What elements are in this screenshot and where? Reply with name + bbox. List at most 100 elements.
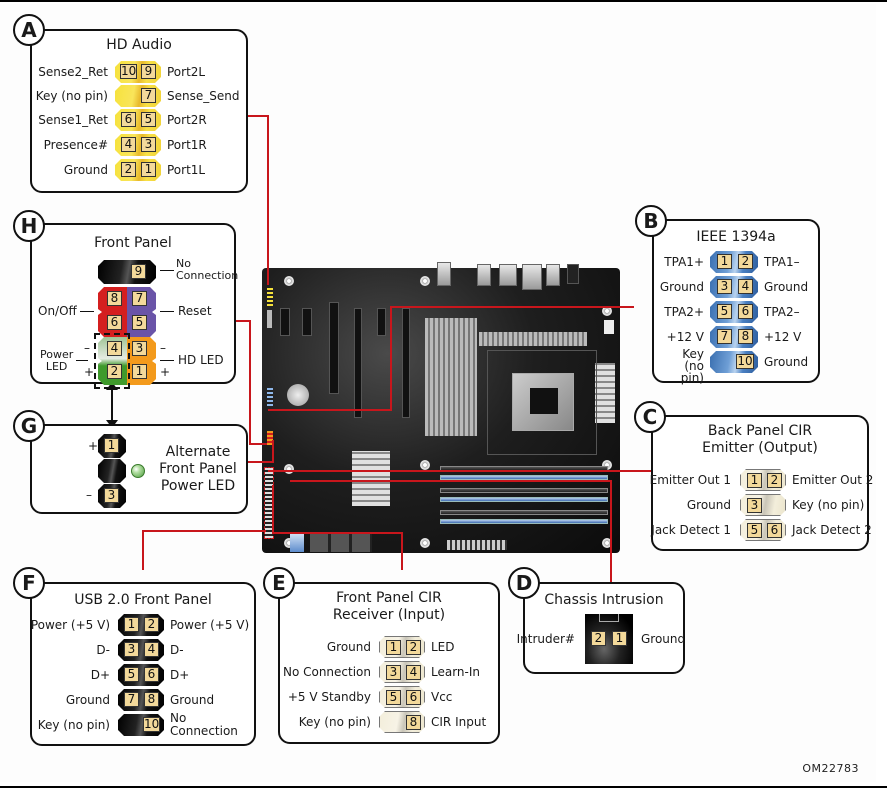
vrm-heatsink	[479, 332, 587, 346]
atx-power-connector	[447, 540, 507, 550]
header-row: 1 2	[379, 636, 425, 658]
chassis-intrusion-connector: 2 1	[585, 614, 633, 664]
usb-headers-on-board	[264, 467, 274, 539]
header-row: 6 5	[115, 109, 161, 131]
pin-label: Sense1_Ret	[38, 113, 108, 127]
header-row: 1 2	[710, 251, 758, 273]
header-row: 3 4	[379, 661, 425, 683]
header-row: 3 4	[710, 276, 758, 298]
pin-label: Power (+5 V)	[170, 618, 250, 632]
pin: 6	[767, 523, 782, 538]
callout-line-h	[236, 320, 250, 322]
pin: 2	[738, 254, 753, 269]
callout-badge-b: B	[635, 205, 667, 237]
pin: 2	[767, 473, 782, 488]
header-row: 5 6	[740, 519, 786, 541]
pin-label: Key (no pin)	[680, 347, 704, 385]
pin-label: Ground	[63, 163, 108, 177]
h-g-link-arrow	[111, 384, 113, 424]
pin-label: +12 V	[764, 330, 802, 344]
callout-line-b	[390, 306, 392, 410]
minus-sign: –	[160, 341, 166, 355]
pin-label: TPA1–	[764, 255, 800, 269]
pin-label: Ground	[686, 498, 731, 512]
minus-sign: –	[84, 341, 90, 355]
pin: 7	[717, 329, 732, 344]
pin-label: Port2L	[167, 65, 206, 79]
header-row: 7 8	[118, 689, 164, 711]
pin: 4	[107, 341, 122, 356]
pin: 1	[386, 640, 401, 655]
header-row: 8	[379, 711, 425, 733]
pin: 8	[144, 692, 159, 707]
connector-key	[599, 614, 619, 622]
title-line: Emitter (Output)	[702, 440, 818, 456]
label-line: Power	[40, 348, 74, 361]
cmos-battery	[287, 384, 309, 406]
figure-id: OM22783	[802, 762, 859, 775]
header-row: 5 6	[379, 686, 425, 708]
leader-line	[76, 360, 88, 361]
label-line: Connection	[170, 724, 238, 738]
dimm-slot	[440, 510, 608, 515]
pin: 1	[124, 617, 139, 632]
panel-title: IEEE 1394a	[696, 229, 776, 245]
header-row: 5 6	[710, 301, 758, 323]
pin: 2	[107, 364, 122, 379]
pin-label: Intruder#	[516, 632, 575, 646]
pin: 5	[132, 315, 147, 330]
pcie-x1-slot	[302, 308, 312, 336]
mounting-hole	[420, 460, 430, 470]
sata-connector	[290, 534, 304, 552]
pin: 5	[141, 112, 156, 127]
panel-title: Chassis Intrusion	[544, 592, 664, 608]
pcie-x16-slot	[354, 308, 362, 418]
leader-line	[160, 360, 174, 361]
callout-line-e	[401, 532, 403, 570]
mounting-hole	[602, 460, 612, 470]
pin-label: Key (no pin)	[37, 718, 110, 732]
pin-label: +5 V Standby	[287, 690, 371, 704]
leader-line	[160, 311, 174, 312]
title-line: Back Panel CIR	[707, 423, 813, 439]
callout-badge-c: C	[634, 401, 666, 433]
label-line: LED	[45, 360, 68, 373]
mounting-hole	[420, 276, 430, 286]
top-rule	[0, 0, 887, 2]
pin-label: Ground	[170, 693, 215, 707]
plus-sign: +	[160, 365, 171, 379]
pcie-x1-slot	[280, 308, 290, 336]
header-row: 3	[740, 494, 786, 516]
header-row: 10 9	[115, 61, 161, 83]
pin-label: Emitter Out 1	[649, 473, 731, 487]
header-row: 7	[115, 85, 161, 107]
pci-slot	[329, 302, 339, 394]
label-line: No	[170, 711, 187, 725]
mounting-hole	[602, 538, 612, 548]
mounting-hole	[602, 306, 612, 316]
header-pin-row: 3	[98, 484, 126, 508]
pin-label: TPA2–	[764, 305, 800, 319]
back-panel-usb	[546, 264, 560, 286]
callout-line-e	[272, 532, 402, 534]
panel-usb-front-panel: USB 2.0 Front Panel 1 2 3 4 5 6 7 8 10 P…	[30, 582, 256, 746]
pin: 7	[141, 88, 156, 103]
pin: 4	[144, 642, 159, 657]
cpu-socket-center	[530, 388, 558, 414]
dimm-slot	[440, 488, 608, 493]
leader-line	[160, 270, 174, 271]
callout-line-e	[272, 485, 274, 533]
pin: 4	[121, 137, 136, 152]
panel-hd-audio: HD Audio 10 9 7 6 5 4 3 2 1 Sense2_Ret K…	[30, 29, 248, 193]
led-icon	[131, 464, 145, 478]
label-reset: Reset	[178, 304, 212, 318]
pin-label: Ground	[65, 693, 110, 707]
pin-label: LED	[431, 640, 455, 654]
pin: 6	[144, 667, 159, 682]
mounting-hole	[284, 538, 294, 548]
pin-label: Port1L	[167, 163, 206, 177]
hd-audio-header-on-board	[267, 288, 273, 306]
header-row: 10	[710, 351, 758, 373]
header-row: 3 4	[118, 639, 164, 661]
